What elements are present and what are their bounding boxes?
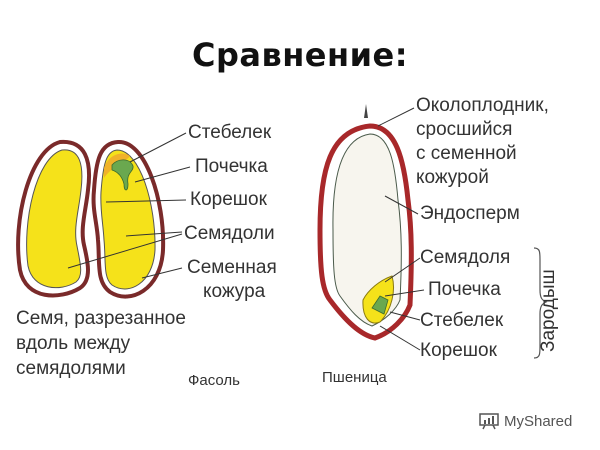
label-wheat-root: Корешок (420, 340, 497, 361)
presentation-board-icon (479, 413, 499, 430)
embryo-brace (533, 247, 548, 359)
label-wheat-endosperm: Эндосперм (420, 203, 520, 224)
bean-leader-lines (67, 132, 191, 279)
label-wheat-pericarp-1: Околоплодник, (416, 95, 549, 116)
bean-caption-line-2: вдоль между (16, 333, 131, 354)
bean-name: Фасоль (188, 372, 240, 389)
label-bean-seed-coat: Семенная (187, 257, 277, 278)
label-bean-cotyledons: Семядоли (184, 223, 275, 244)
wheat-leader-lines (377, 107, 425, 351)
label-bean-seed-coat-2: кожура (203, 281, 266, 302)
page-title: Сравнение: (191, 36, 409, 74)
label-wheat-bud: Почечка (428, 279, 501, 300)
bean-caption-line-1: Семя, разрезанное (16, 308, 186, 329)
label-embryo: Зародыш (538, 269, 559, 352)
label-wheat-pericarp-4: кожурой (416, 167, 489, 188)
bean-left-half (16, 139, 91, 298)
watermark: MyShared (478, 412, 572, 430)
wheat-grain (317, 104, 414, 341)
bean-caption-line-3: семядолями (16, 358, 126, 379)
label-bean-root: Корешок (190, 189, 267, 210)
label-wheat-cotyledon: Семядоля (420, 247, 511, 268)
label-wheat-stem: Стебелек (420, 310, 504, 331)
label-bean-bud: Почечка (195, 156, 268, 177)
label-wheat-pericarp-2: сросшийся (416, 119, 513, 140)
watermark-text: MyShared (504, 412, 573, 430)
label-wheat-pericarp-3: с семенной (416, 143, 517, 164)
wheat-name: Пшеница (322, 369, 387, 386)
label-bean-stem: Стебелек (188, 122, 272, 143)
bean-right-half (91, 139, 166, 299)
